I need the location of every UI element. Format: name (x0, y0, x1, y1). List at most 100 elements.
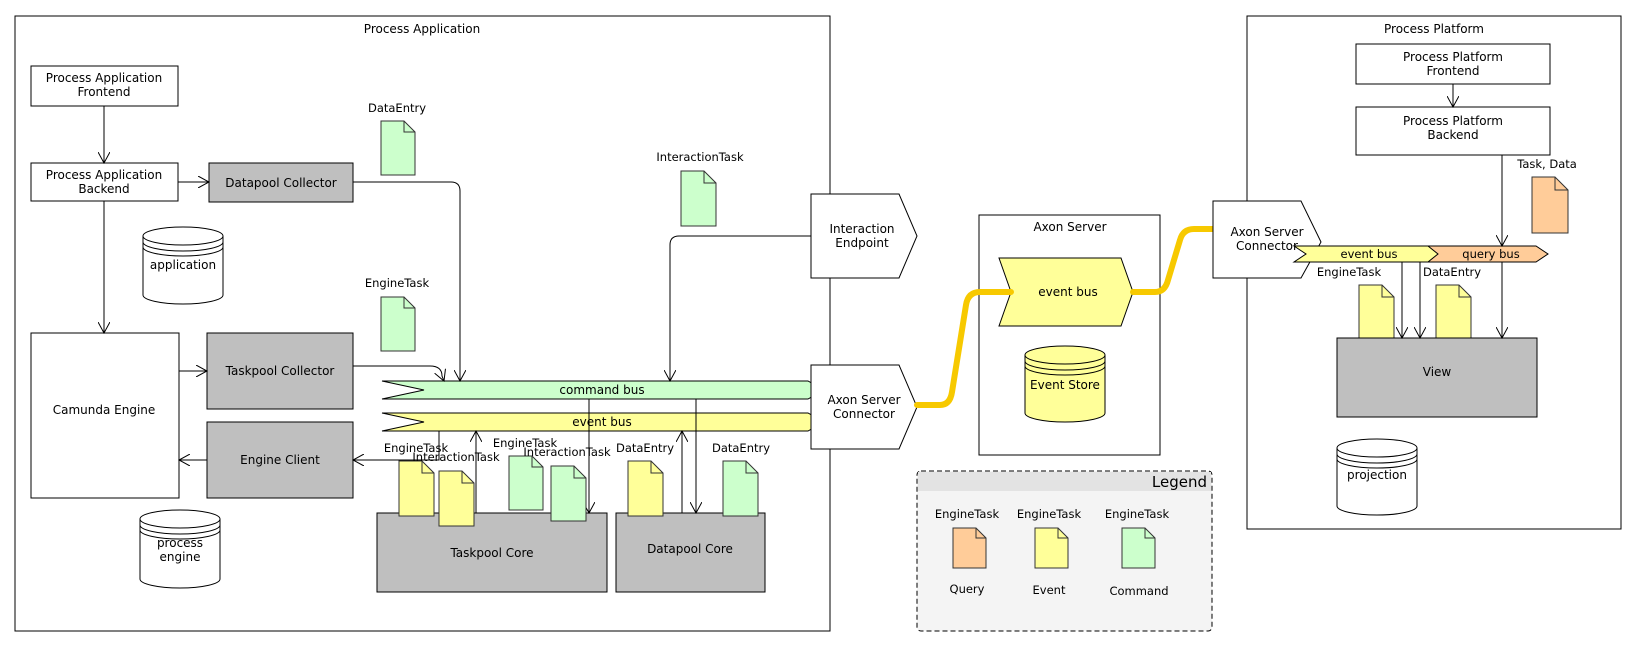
svg-text:Endpoint: Endpoint (835, 236, 889, 250)
svg-text:event bus: event bus (1038, 285, 1097, 299)
doc-interactiontask-command-b: InteractionTask (523, 445, 611, 522)
svg-text:Connector: Connector (1236, 239, 1298, 253)
datapool-core[interactable]: Datapool Core (615, 512, 766, 593)
svg-text:Camunda Engine: Camunda Engine (53, 403, 156, 417)
platform-edges (1402, 84, 1502, 338)
axon-server-title: Axon Server (1033, 220, 1106, 234)
axon-server-connector-left[interactable]: Axon Server Connector (810, 364, 918, 450)
doc-dataentry-platform: DataEntry (1423, 265, 1481, 341)
legend: Legend EngineTask Query EngineTask Event… (916, 470, 1213, 632)
svg-text:application: application (150, 258, 216, 272)
svg-text:EngineTask: EngineTask (935, 507, 1000, 521)
doc-enginetask-platform: EngineTask (1317, 265, 1395, 341)
doc-dataentry-command-b: DataEntry (712, 441, 770, 517)
svg-text:Engine Client: Engine Client (240, 453, 320, 467)
svg-text:EngineTask: EngineTask (1017, 507, 1082, 521)
doc-dataentry-event-a: DataEntry (616, 441, 674, 517)
svg-text:Task, Data: Task, Data (1516, 157, 1577, 171)
platform-event-bus: event bus (1292, 245, 1448, 263)
svg-text:Event Store: Event Store (1030, 378, 1100, 392)
legend-item-command: EngineTask Command (1105, 507, 1170, 598)
svg-text:Datapool Core: Datapool Core (647, 542, 733, 556)
process-platform-title: Process Platform (1384, 22, 1484, 36)
projection-database: projection (1336, 438, 1418, 516)
process-platform-frame: Process Platform (1246, 15, 1622, 530)
svg-text:Frontend: Frontend (1427, 64, 1480, 78)
svg-text:Command: Command (1109, 584, 1168, 598)
svg-text:View: View (1423, 365, 1452, 379)
doc-enginetask-mid: EngineTask (365, 276, 430, 352)
svg-text:DataEntry: DataEntry (1423, 265, 1481, 279)
event-bus-app: event bus (381, 412, 826, 432)
svg-text:DataEntry: DataEntry (368, 101, 426, 115)
svg-text:Axon Server: Axon Server (827, 393, 900, 407)
engine-client[interactable]: Engine Client (206, 421, 354, 499)
process-platform-frontend[interactable]: Process Platform Frontend (1355, 43, 1551, 85)
event-store-database: Event Store (1024, 345, 1106, 423)
edge-event-bus-engine-client (353, 431, 440, 460)
svg-text:Backend: Backend (78, 182, 129, 196)
view-component[interactable]: View (1336, 337, 1538, 418)
doc-dataentry-top: DataEntry (368, 101, 426, 176)
platform-query-bus: query bus (1426, 245, 1549, 263)
svg-text:EngineTask: EngineTask (493, 436, 558, 450)
svg-text:Datapool Collector: Datapool Collector (225, 176, 337, 190)
legend-item-query: EngineTask Query (935, 507, 1000, 596)
svg-text:query bus: query bus (1462, 247, 1519, 261)
taskpool-collector[interactable]: Taskpool Collector (206, 332, 354, 410)
axon-server-connector-right[interactable]: Axon Server Connector (1212, 200, 1322, 279)
process-platform-backend[interactable]: Process Platform Backend (1355, 106, 1551, 156)
svg-text:DataEntry: DataEntry (616, 441, 674, 455)
datapool-collector[interactable]: Datapool Collector (208, 162, 354, 203)
svg-text:Connector: Connector (833, 407, 895, 421)
pipe-connector-left-to-axon (914, 289, 1014, 408)
svg-text:Process Application: Process Application (46, 168, 162, 182)
legend-item-event: EngineTask Event (1017, 507, 1082, 597)
svg-text:Process Application: Process Application (46, 71, 162, 85)
svg-text:Axon Server: Axon Server (1230, 225, 1303, 239)
svg-text:InteractionTask: InteractionTask (523, 445, 611, 459)
svg-text:Process Platform: Process Platform (1403, 50, 1503, 64)
svg-text:engine: engine (160, 550, 201, 564)
doc-task-data-query: Task, Data (1516, 157, 1577, 234)
doc-enginetask-event-a: EngineTask (384, 441, 449, 517)
doc-interactiontask-top: InteractionTask (656, 150, 744, 227)
svg-text:InteractionTask: InteractionTask (656, 150, 744, 164)
taskpool-core[interactable]: Taskpool Core (376, 512, 608, 593)
process-application-frontend[interactable]: Process Application Frontend (30, 65, 179, 107)
svg-text:Query: Query (950, 582, 985, 596)
edge-interaction-endpoint-command-bus (670, 235, 811, 381)
doc-interactiontask-event-a: InteractionTask (412, 450, 500, 527)
svg-text:event bus: event bus (572, 415, 631, 429)
app-edges (104, 106, 811, 513)
svg-text:Frontend: Frontend (78, 85, 131, 99)
svg-text:command bus: command bus (559, 383, 644, 397)
command-bus: command bus (381, 380, 826, 400)
svg-text:InteractionTask: InteractionTask (412, 450, 500, 464)
svg-text:projection: projection (1347, 468, 1407, 482)
process-application-backend[interactable]: Process Application Backend (30, 162, 179, 202)
process-engine-database: process engine (139, 509, 221, 589)
svg-text:Backend: Backend (1427, 128, 1478, 142)
process-application-title: Process Application (364, 22, 480, 36)
edge-taskpool-collector-command-bus (353, 365, 444, 381)
svg-text:process: process (157, 536, 203, 550)
edge-datapool-collector-command-bus (353, 181, 460, 381)
svg-text:Taskpool Core: Taskpool Core (449, 546, 533, 560)
svg-text:EngineTask: EngineTask (365, 276, 430, 290)
svg-text:EngineTask: EngineTask (384, 441, 449, 455)
svg-text:EngineTask: EngineTask (1105, 507, 1170, 521)
camunda-engine[interactable]: Camunda Engine (30, 332, 180, 499)
svg-text:event bus: event bus (1341, 247, 1398, 261)
legend-title: Legend (1152, 473, 1207, 491)
axon-event-bus[interactable]: event bus (998, 257, 1134, 327)
svg-text:EngineTask: EngineTask (1317, 265, 1382, 279)
interaction-endpoint[interactable]: Interaction Endpoint (810, 193, 918, 279)
pipe-axon-to-connector-right (1130, 226, 1216, 295)
svg-text:Interaction: Interaction (829, 222, 894, 236)
doc-enginetask-command-b: EngineTask (493, 436, 558, 511)
svg-text:Event: Event (1033, 583, 1066, 597)
svg-text:Process Platform: Process Platform (1403, 114, 1503, 128)
application-database: application (142, 226, 224, 305)
svg-text:DataEntry: DataEntry (712, 441, 770, 455)
